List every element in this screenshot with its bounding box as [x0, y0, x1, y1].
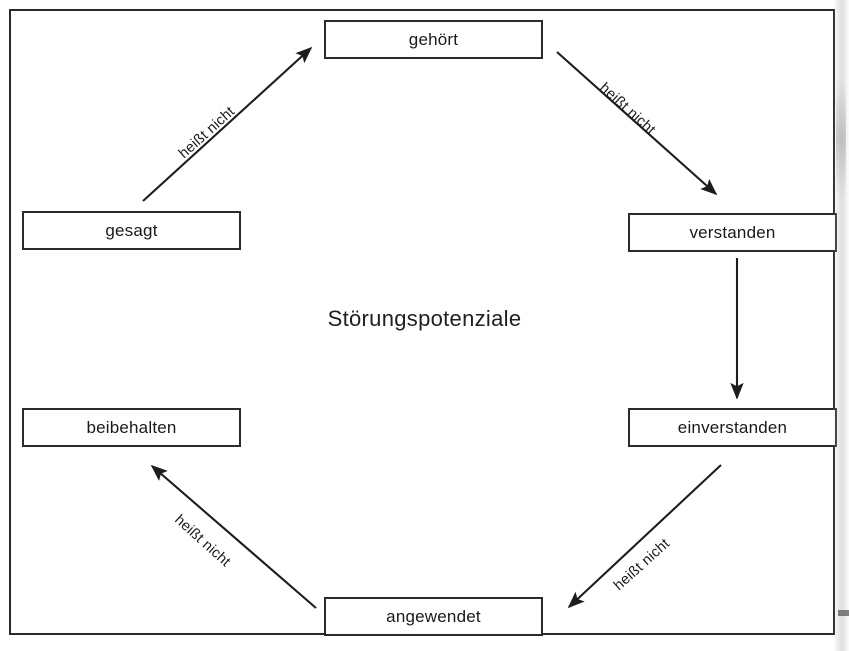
arrow-angewendet-to-beibehalten [150, 464, 317, 609]
arrow-gehoert-to-verstanden [556, 51, 718, 196]
arrow-gesagt-to-gehoert [142, 46, 313, 202]
node-gesagt[interactable]: gesagt [22, 211, 241, 250]
node-einverstanden[interactable]: einverstanden [628, 408, 837, 447]
node-einverstanden-label: einverstanden [677, 417, 788, 437]
node-beibehalten-label: beibehalten [86, 417, 177, 437]
node-angewendet-label: angewendet [386, 606, 481, 626]
node-gehoert[interactable]: gehört [324, 20, 543, 59]
diagram-frame [9, 9, 835, 635]
node-angewendet[interactable]: angewendet [324, 597, 543, 636]
node-beibehalten[interactable]: beibehalten [22, 408, 241, 447]
node-verstanden-label: verstanden [689, 222, 776, 242]
node-verstanden[interactable]: verstanden [628, 213, 837, 252]
node-gesagt-label: gesagt [105, 220, 158, 240]
arrow-einverstanden-to-angewendet [567, 464, 722, 609]
center-label: Störungspotenziale [327, 306, 522, 331]
node-gehoert-label: gehört [408, 29, 459, 49]
